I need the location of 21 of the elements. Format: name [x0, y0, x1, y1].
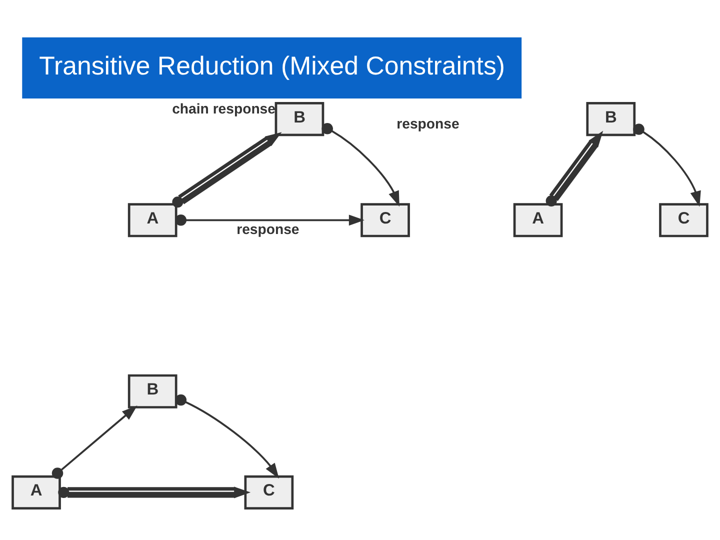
node-box: A — [128, 202, 178, 237]
node-box: C — [360, 202, 410, 237]
node-box: B — [586, 102, 636, 136]
arrow — [633, 123, 701, 206]
node-box: A — [513, 202, 563, 237]
arrow — [172, 132, 282, 208]
edge-label: chain response — [172, 100, 276, 116]
node-box: B — [274, 102, 324, 136]
arrow — [52, 405, 138, 478]
arrow — [175, 214, 364, 226]
diagram-title: Transitive Reduction (Mixed Constraints) — [39, 52, 506, 80]
arrow — [58, 486, 251, 498]
edge-label: response — [396, 114, 460, 131]
edge-label: response — [236, 220, 300, 236]
arrow — [322, 122, 400, 206]
node-box: B — [128, 374, 178, 408]
arrow — [175, 394, 280, 478]
node-box: C — [659, 202, 708, 237]
node-box: A — [12, 474, 61, 509]
node-box: C — [244, 474, 294, 509]
arrow — [546, 130, 604, 206]
